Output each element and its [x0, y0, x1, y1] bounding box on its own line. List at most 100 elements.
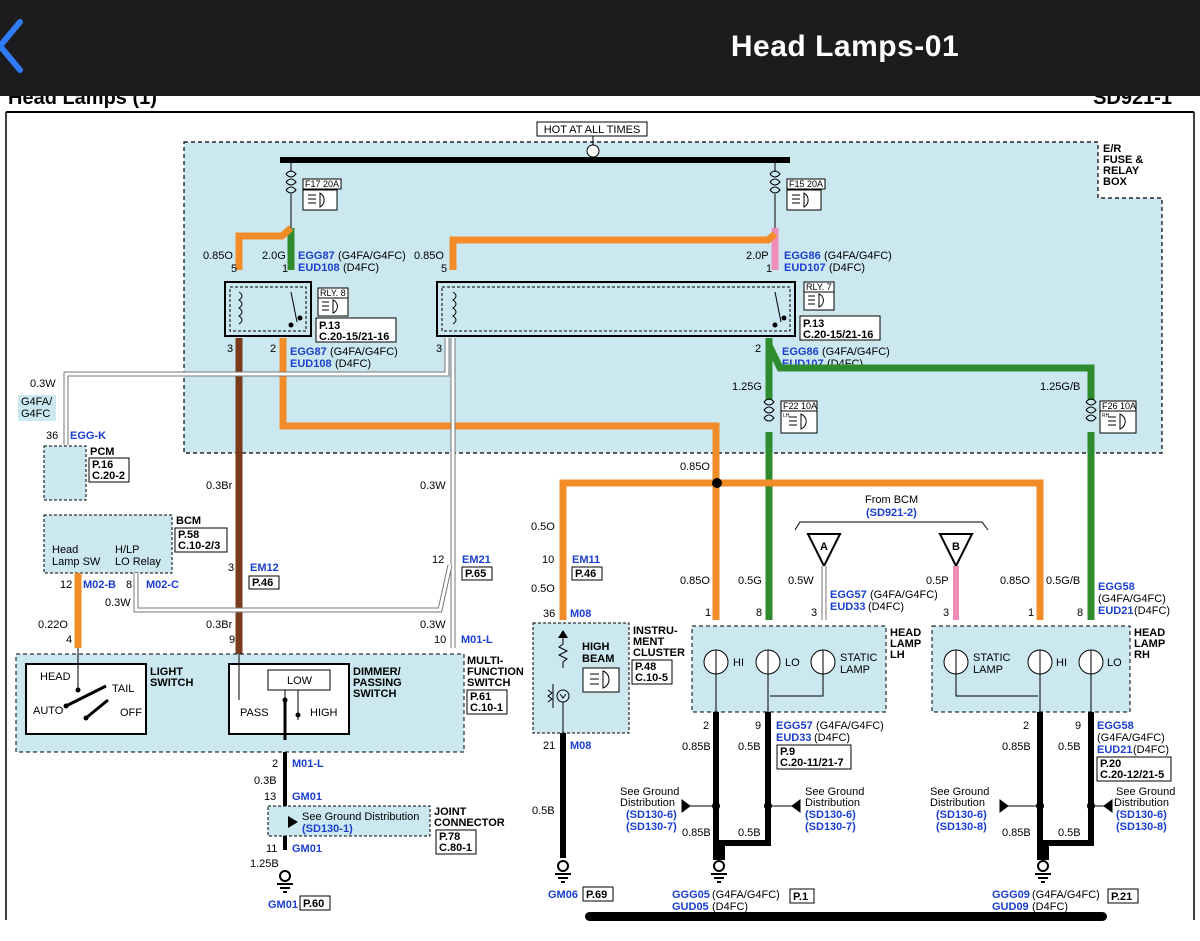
fuse-f17-symbol: [285, 170, 297, 194]
relay-8-ref-2: C.20-15/21-16: [319, 331, 389, 343]
relay-8: [224, 281, 312, 337]
pcm-variant-2: G4FC: [21, 408, 50, 420]
hlh-static-2: LAMP: [840, 664, 870, 676]
relay-7-ref-1: P.13: [803, 318, 824, 330]
code-g4fa-8: (G4FA/G4FC): [1097, 732, 1165, 744]
wire-05b-1: 0.5B: [738, 741, 761, 753]
ic-label-3: CLUSTER: [633, 647, 685, 659]
dimmer-passing-switch: [228, 663, 350, 735]
hot-label: HOT AT ALL TIMES: [544, 124, 641, 136]
fuse-f26-label: F26 10A: [1102, 401, 1136, 411]
connector-b-label: B: [952, 541, 960, 553]
code-egg57-2: EGG57: [776, 720, 813, 732]
er-box-label-1: E/R: [1103, 143, 1121, 155]
code-g4fa-4: (G4FA/G4FC): [822, 346, 890, 358]
relay-7-ref-2: C.20-15/21-16: [803, 329, 873, 341]
pin-3-hrh: 3: [943, 607, 949, 619]
connector-a-label: A: [820, 541, 828, 553]
jc-see-dist: See Ground Distribution: [302, 811, 419, 823]
bcm-head-lamp-sw-1: Head: [52, 544, 78, 556]
wire-03br-2: 0.3Br: [206, 619, 233, 631]
ic-high-beam-2: BEAM: [582, 653, 614, 665]
ic-label-1: INSTRU-: [633, 625, 678, 637]
wire-022o: 0.22O: [38, 619, 68, 631]
pin-11-gm01: 11: [266, 843, 277, 855]
wire-125g: 1.25G: [732, 381, 762, 393]
ls-head: HEAD: [40, 671, 71, 683]
ic-high-beam-1: HIGH: [582, 641, 610, 653]
pin-3-r7: 3: [436, 343, 442, 355]
bcm-label: BCM: [176, 515, 201, 527]
ls-label-1: LIGHT: [150, 666, 183, 678]
fuse-f26-rh: RH: [1102, 413, 1110, 419]
hrh-ref-2: C.20-12/21-5: [1100, 769, 1164, 781]
pin-1-hlh: 1: [705, 607, 711, 619]
pin-8-bcm: 8: [126, 579, 132, 591]
pin-1-r7: 1: [766, 263, 772, 275]
app-header: Head Lamps-01: [0, 0, 1200, 96]
pin-36-pcm: 36: [46, 430, 58, 442]
wire-orange-hlh: [279, 338, 720, 620]
code-g4fa-3: (G4FA/G4FC): [330, 346, 398, 358]
code-g4fa-5: (G4FA/G4FC): [870, 589, 938, 601]
code-m01l-2: M01-L: [292, 758, 324, 770]
pin-3-r8: 3: [227, 343, 233, 355]
code-d4fc-1: (D4FC): [343, 262, 379, 274]
code-eud33-1: EUD33: [830, 601, 865, 613]
hlh-ref-2: C.20-11/21-7: [780, 757, 844, 769]
wire-05w: 0.5W: [788, 575, 814, 587]
code-egg57-1: EGG57: [830, 589, 867, 601]
wire-05b-ic: 0.5B: [532, 805, 555, 817]
gnd-dist-1: Distribution: [620, 797, 675, 809]
app-title: Head Lamps-01: [730, 30, 960, 63]
wire-085b-2: 0.85B: [1002, 741, 1031, 753]
wire-03w-bcm: 0.3W: [105, 597, 131, 609]
pin-9-hrh: 9: [1075, 720, 1081, 732]
gnd-sd1306-3: (SD130-6): [936, 809, 987, 821]
back-chevron-icon[interactable]: [0, 16, 34, 76]
wire-05b-4: 0.5B: [1058, 827, 1081, 839]
code-egg87: EGG87: [298, 250, 335, 262]
pcm-ref-1: P.16: [92, 459, 113, 471]
wire-125gb: 1.25G/B: [1040, 381, 1080, 393]
home-indicator[interactable]: [585, 912, 1107, 921]
ls-off: OFF: [120, 707, 142, 719]
gnd-sd1307-2: (SD130-7): [805, 821, 856, 833]
wire-20p: 2.0P: [746, 250, 769, 262]
pin-9-hlh: 9: [755, 720, 761, 732]
wire-125b: 1.25B: [250, 858, 279, 870]
pcm-label: PCM: [90, 446, 114, 458]
ls-label-2: SWITCH: [150, 677, 193, 689]
gnd-sd1306-2: (SD130-6): [805, 809, 856, 821]
pin-21-ic: 21: [543, 740, 555, 752]
wire-20g: 2.0G: [262, 250, 286, 262]
pin-8-hlh: 8: [756, 607, 762, 619]
bcm-hlp-relay-1: H/LP: [115, 544, 139, 556]
hrh-static-2: LAMP: [973, 664, 1003, 676]
mfs-label-3: SWITCH: [467, 677, 510, 689]
hlh-lo: LO: [785, 657, 800, 669]
er-box-label-3: RELAY: [1103, 165, 1140, 177]
ground-ggg05-icon: [711, 873, 727, 883]
fuse-f22-label: F22 10A: [783, 401, 817, 411]
code-gm01-1: GM01: [292, 791, 322, 803]
code-g4fa-1: (G4FA/G4FC): [338, 250, 406, 262]
code-g4fa-2: (G4FA/G4FC): [824, 250, 892, 262]
ds-label-3: SWITCH: [353, 688, 396, 700]
pin-2-r8: 2: [270, 343, 276, 355]
fuse-f22-lh: LH: [783, 413, 790, 419]
jc-ref-1: P.78: [439, 831, 460, 843]
ds-label-1: DIMMER/: [353, 666, 401, 678]
connector-b-icon: [938, 533, 974, 569]
code-d4fc-10: (D4FC): [1032, 901, 1068, 913]
ref-p21: P.21: [1111, 891, 1132, 903]
wire-085b-4: 0.85B: [1002, 827, 1031, 839]
code-m02b: M02-B: [83, 579, 116, 591]
pin-12-em21: 12: [432, 554, 444, 566]
bcm-ref-1: P.58: [178, 529, 199, 541]
wire-05o-1: 0.5O: [531, 521, 555, 533]
relay-7: [436, 281, 796, 337]
wire-085b-3: 0.85B: [682, 827, 711, 839]
from-bcm-ref: (SD921-2): [866, 507, 917, 519]
fuse-f15-symbol: [769, 170, 781, 194]
